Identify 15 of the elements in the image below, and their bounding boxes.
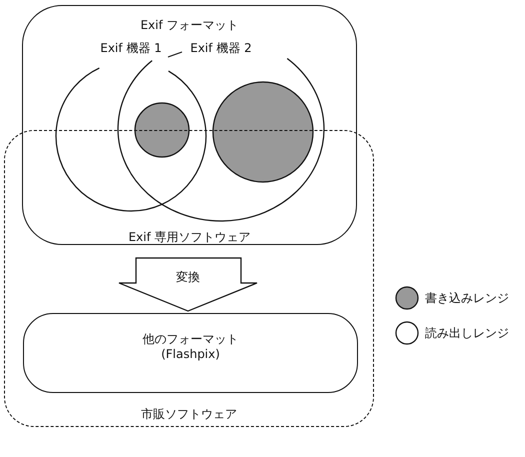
legend-label: 読み出しレンジ [425,325,509,342]
node-label: 市販ソフトウェア [141,407,237,422]
software-box [4,130,374,427]
format-box [22,5,357,245]
node-label: Exif 専用ソフトウェア [128,230,251,245]
circle-shape [134,102,190,158]
legend-label: 書き込みレンジ [425,290,509,307]
circle-shape [212,81,314,183]
edge-label: 変換 [175,269,201,286]
node-label: 他のフォーマット (Flashpix) [142,332,240,362]
title-text: Exif フォーマット [140,18,239,33]
node-label: Exif 機器 2 [190,41,252,56]
node-label: Exif 機器 1 [100,41,162,56]
block-arrow [118,257,258,312]
format-box [23,313,358,393]
